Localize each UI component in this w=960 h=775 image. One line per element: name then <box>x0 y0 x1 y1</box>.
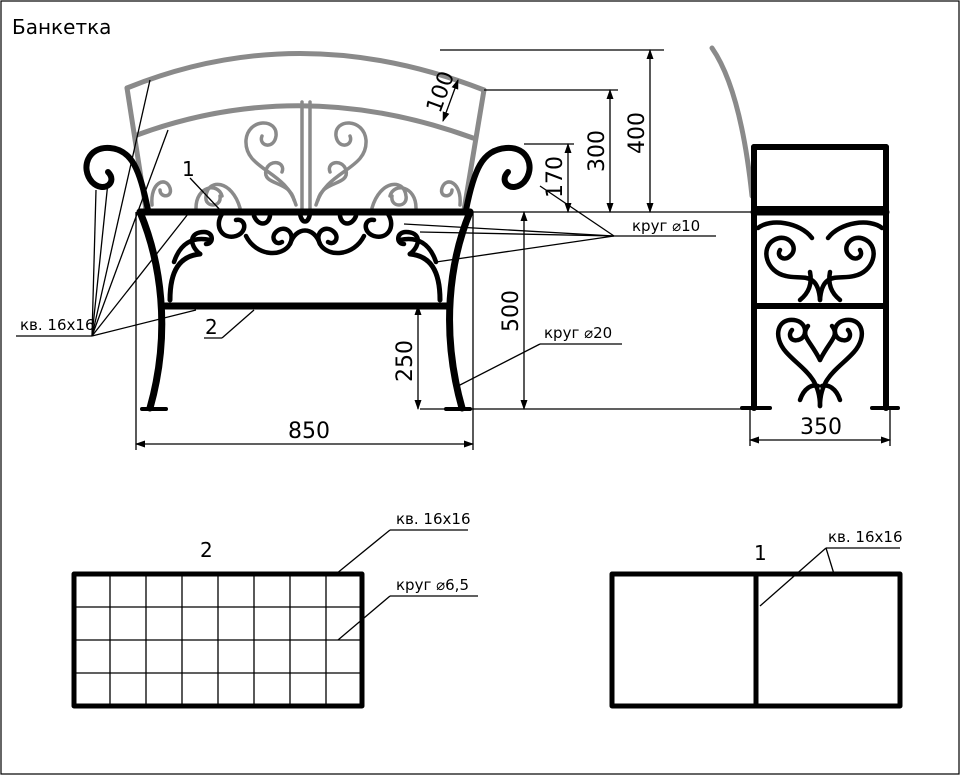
kv16-seat-label: кв. 16х16 <box>828 528 903 546</box>
krug65-label: круг ⌀6,5 <box>396 576 469 594</box>
krug20-leader <box>457 343 541 387</box>
side-back-arc <box>709 45 755 199</box>
dim-line-100 <box>442 79 459 122</box>
dim-170: 170 <box>543 156 568 198</box>
dim-400: 400 <box>625 112 650 154</box>
side-arm-frame <box>751 144 889 212</box>
part1-leader <box>189 177 223 213</box>
part-2-grid: 2 <box>200 538 213 562</box>
side-lower-ornament <box>775 317 865 409</box>
part-1-front: 1 <box>182 157 195 181</box>
dim-300: 300 <box>585 130 610 172</box>
extension-lines <box>135 49 752 450</box>
dim-850: 850 <box>288 419 330 444</box>
side-view: 350 <box>709 45 900 446</box>
kv16-front-leaders <box>16 79 197 337</box>
grid-rods <box>74 574 362 706</box>
left-leg <box>136 208 166 412</box>
front-view: круг ⌀10 круг ⌀20 кв. 16х16 1 2 <box>16 49 752 450</box>
part-1-seat: 1 <box>754 541 767 565</box>
part-2-front: 2 <box>205 315 218 339</box>
dim-250: 250 <box>393 340 418 382</box>
krug20-label: круг ⌀20 <box>544 324 612 342</box>
kv16-grid-label: кв. 16х16 <box>396 510 471 528</box>
krug10-label: круг ⌀10 <box>632 217 700 235</box>
side-upper-ornament <box>755 220 885 303</box>
back-frame <box>124 51 487 213</box>
right-arm-scroll <box>463 144 533 213</box>
dim-100: 100 <box>422 68 460 116</box>
apron-ornament <box>171 211 439 265</box>
detail-2-grid: 2 кв. 16х16 круг ⌀6,5 <box>71 510 478 709</box>
drawing-title: Банкетка <box>12 15 111 39</box>
dim-350: 350 <box>800 415 842 440</box>
dim-500: 500 <box>499 290 524 332</box>
right-leg <box>446 208 474 412</box>
kv16-front-label: кв. 16х16 <box>20 316 95 334</box>
detail-1-seat-frame: 1 кв. 16х16 <box>609 528 903 709</box>
